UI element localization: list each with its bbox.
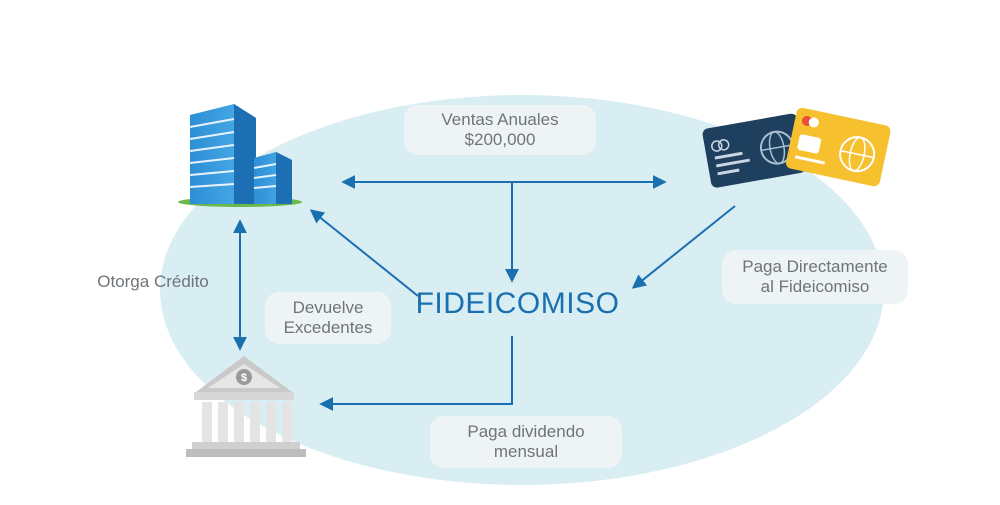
svg-text:$: $ <box>241 372 247 384</box>
annual-sales-pill: Ventas Anuales $200,000 <box>404 105 596 155</box>
annual-sales-line1: Ventas Anuales <box>441 110 559 129</box>
annual-sales-line2: $200,000 <box>464 130 536 149</box>
grants-credit-label: Otorga Crédito <box>97 272 209 291</box>
credit-cards-icon <box>702 107 891 188</box>
pays-directly-line1: Paga Directamente <box>742 257 888 276</box>
background-ellipse <box>160 95 884 485</box>
returns-surplus-line1: Devuelve <box>292 298 364 317</box>
arrow-trust-to-company <box>309 209 419 297</box>
monthly-dividend-line1: Paga dividendo <box>467 422 585 441</box>
pays-directly-pill: Paga Directamente al Fideicomiso <box>722 250 908 304</box>
returns-surplus-line2: Excedentes <box>283 318 373 337</box>
arrow-trust-to-bank <box>319 336 513 411</box>
office-building-icon <box>178 104 302 207</box>
pays-directly-line2: al Fideicomiso <box>760 277 870 296</box>
arrow-cards-to-trust <box>631 205 736 289</box>
bank-icon: $ <box>186 356 306 457</box>
arrows <box>233 175 736 411</box>
trust-center-title: FIDEICOMISO <box>415 287 620 320</box>
monthly-dividend-line2: mensual <box>493 442 559 461</box>
monthly-dividend-pill: Paga dividendo mensual <box>430 416 622 468</box>
returns-surplus-pill: Devuelve Excedentes <box>265 292 391 344</box>
